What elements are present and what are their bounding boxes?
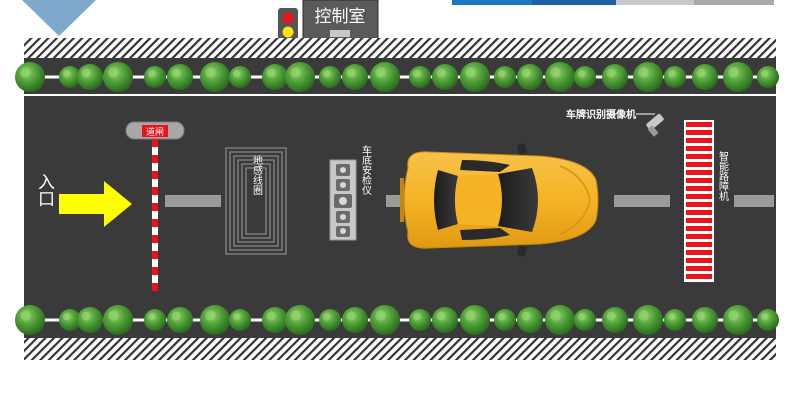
tree-icon xyxy=(319,66,341,88)
tree-icon xyxy=(59,309,81,331)
tree-icon xyxy=(103,62,133,92)
tree-icon xyxy=(545,62,575,92)
tree-icon xyxy=(633,305,663,335)
gate-sign-label: 道闸 xyxy=(146,126,164,138)
bottom-hatch-strip xyxy=(24,338,776,360)
control-room-label: 控制室 xyxy=(315,7,366,27)
road-barrier xyxy=(684,120,714,282)
tree-icon xyxy=(633,62,663,92)
top-hatch-strip xyxy=(24,38,776,58)
tree-icon xyxy=(723,62,753,92)
ground-coil: 地感线圈 xyxy=(225,147,287,255)
right-arrow-icon xyxy=(59,181,132,227)
tree-icon xyxy=(342,307,368,333)
tree-icon xyxy=(664,66,686,88)
tree-icon xyxy=(144,309,166,331)
tree-icon xyxy=(167,64,193,90)
tree-icon xyxy=(370,305,400,335)
tree-icon xyxy=(460,305,490,335)
tree-icon xyxy=(229,66,251,88)
tree-icon xyxy=(757,66,779,88)
cctv-camera-icon xyxy=(636,113,664,137)
tree-icon xyxy=(460,62,490,92)
plate-camera-label: 车牌识别摄像机 xyxy=(566,108,636,121)
tree-icon xyxy=(692,307,718,333)
top-bar-blue-2 xyxy=(532,0,616,5)
tree-icon xyxy=(432,307,458,333)
tree-icon xyxy=(432,64,458,90)
top-bar-gray-2 xyxy=(694,0,774,5)
tree-icon xyxy=(494,309,516,331)
corner-triangle xyxy=(22,0,96,36)
gate-barrier[interactable]: 道闸 xyxy=(125,121,185,291)
road-barrier-label: 智能路障机 xyxy=(717,150,729,202)
tree-icon xyxy=(262,307,288,333)
tree-icon xyxy=(494,66,516,88)
tree-icon xyxy=(77,64,103,90)
tree-icon xyxy=(370,62,400,92)
tree-icon xyxy=(77,307,103,333)
bottom-tree-row xyxy=(15,305,779,335)
tree-icon xyxy=(167,307,193,333)
undercar-inspector-label: 车底安检仪 xyxy=(360,144,372,195)
tree-icon xyxy=(545,305,575,335)
tree-icon xyxy=(144,66,166,88)
tree-icon xyxy=(517,64,543,90)
tree-icon xyxy=(200,305,230,335)
tree-icon xyxy=(602,64,628,90)
tree-icon xyxy=(200,62,230,92)
car-icon xyxy=(400,143,599,257)
tree-icon xyxy=(103,305,133,335)
tree-icon xyxy=(15,62,45,92)
tree-icon xyxy=(285,305,315,335)
tree-icon xyxy=(723,305,753,335)
tree-icon xyxy=(229,309,251,331)
tree-icon xyxy=(15,305,45,335)
undercar-inspector: 车底安检仪 xyxy=(329,144,372,241)
tree-icon xyxy=(664,309,686,331)
tree-icon xyxy=(59,66,81,88)
tree-icon xyxy=(285,62,315,92)
top-bar-gray-1 xyxy=(616,0,694,5)
tree-icon xyxy=(262,64,288,90)
tree-icon xyxy=(409,309,431,331)
tree-icon xyxy=(319,309,341,331)
tree-icon xyxy=(342,64,368,90)
top-bar-blue-1 xyxy=(452,0,532,5)
lane-dashes xyxy=(165,195,774,207)
top-tree-row xyxy=(15,62,779,92)
tree-icon xyxy=(409,66,431,88)
tree-icon xyxy=(574,309,596,331)
tree-icon xyxy=(602,307,628,333)
tree-icon xyxy=(517,307,543,333)
ground-coil-label: 地感线圈 xyxy=(251,154,263,196)
tree-icon xyxy=(692,64,718,90)
tree-icon xyxy=(757,309,779,331)
entrance-label: 入口 xyxy=(34,173,55,207)
tree-icon xyxy=(574,66,596,88)
